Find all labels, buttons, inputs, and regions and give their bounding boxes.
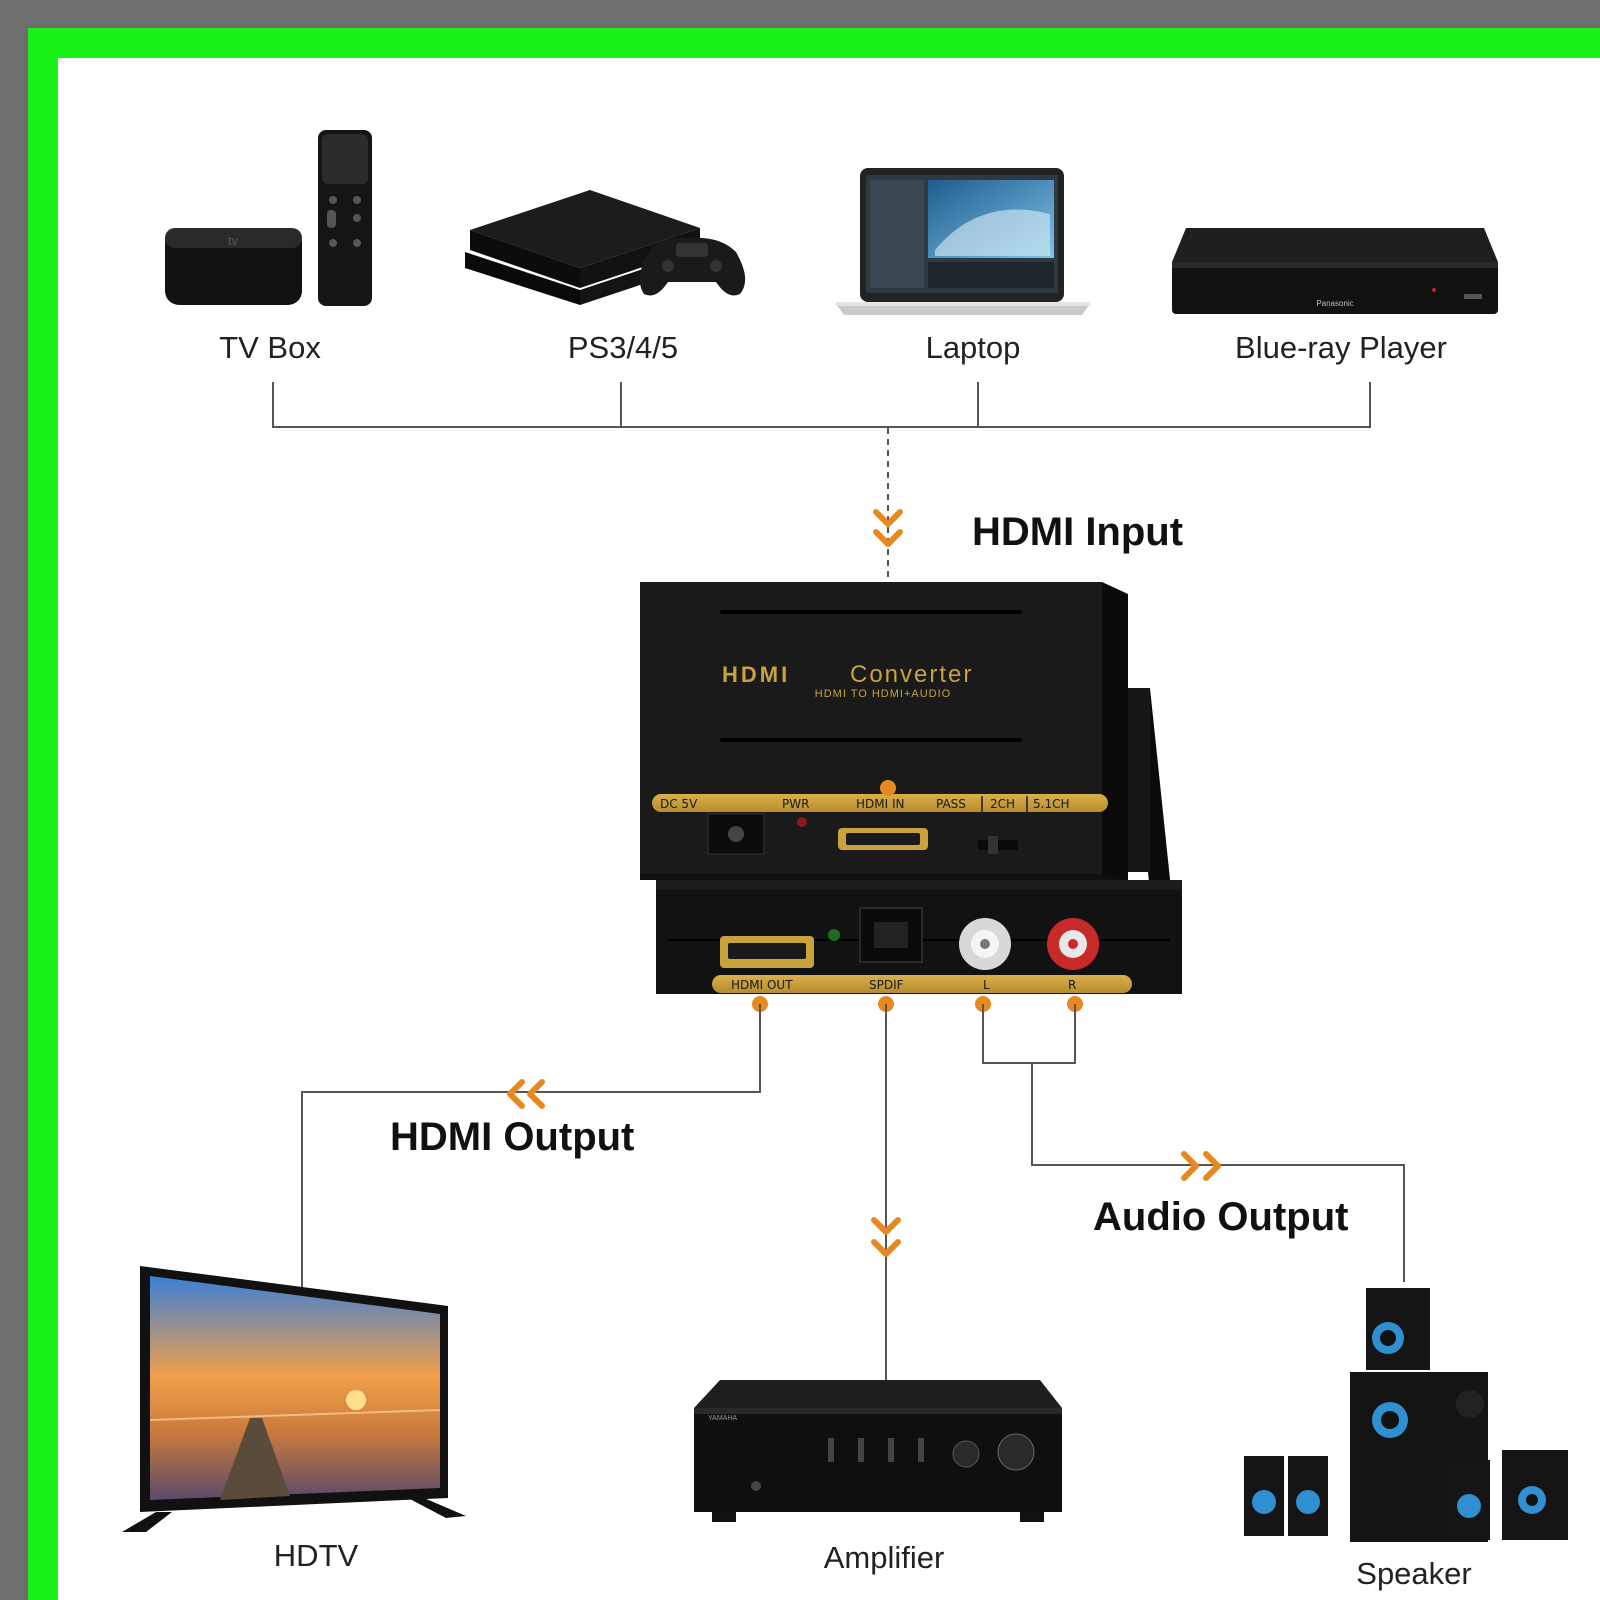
hdmi-output-label: HDMI Output <box>390 1115 634 1159</box>
speaker-system-icon <box>1244 1288 1568 1542</box>
hdmi-input-arrow <box>873 509 903 547</box>
port-label-l: L <box>983 978 990 992</box>
port-label-2ch: 2CH <box>990 797 1015 811</box>
converter-title: Converter <box>850 661 973 688</box>
output-label-amplifier: Amplifier <box>824 1540 945 1575</box>
svg-text:YAMAHA: YAMAHA <box>708 1415 737 1422</box>
converter-unit: HDMI Converter HDMI TO HDMI+AUDIO DC 5V … <box>640 582 1182 994</box>
amplifier-icon: YAMAHA <box>694 1380 1062 1522</box>
game-console-icon <box>465 190 746 305</box>
power-led <box>797 817 807 827</box>
port-label-dc5v: DC 5V <box>660 797 698 811</box>
port-label-spdif: SPDIF <box>869 978 904 992</box>
hdtv-icon <box>122 1266 466 1532</box>
source-label-console: PS3/4/5 <box>568 330 678 365</box>
svg-text:tv: tv <box>228 233 239 248</box>
status-led <box>828 929 840 941</box>
converter-subtitle: HDMI TO HDMI+AUDIO <box>815 688 951 700</box>
port-label-pass: PASS <box>936 797 966 811</box>
port-label-hdmi-in: HDMI IN <box>856 797 905 811</box>
port-label-5-1ch: 5.1CH <box>1033 797 1070 811</box>
audio-output-arrow <box>1181 1151 1221 1181</box>
top-port-label-strip <box>652 794 1108 812</box>
bluray-player-icon: Panasonic <box>1172 228 1498 314</box>
source-connector-lines <box>272 382 1371 428</box>
output-label-speaker: Speaker <box>1356 1556 1471 1591</box>
source-label-laptop: Laptop <box>926 330 1021 365</box>
tv-box-icon: tv <box>165 130 372 306</box>
spdif-output-arrow <box>871 1217 901 1257</box>
source-label-tv-box: TV Box <box>219 330 321 365</box>
port-label-hdmi-out: HDMI OUT <box>731 978 793 992</box>
converter-title-hdmi: HDMI <box>722 662 790 687</box>
port-label-pwr: PWR <box>782 797 809 811</box>
laptop-icon <box>836 168 1090 315</box>
hdmi-input-label: HDMI Input <box>972 510 1183 554</box>
svg-text:Panasonic: Panasonic <box>1316 299 1353 308</box>
output-connector-lines <box>301 1004 1405 1380</box>
audio-output-label: Audio Output <box>1093 1195 1348 1239</box>
port-label-r: R <box>1068 978 1076 992</box>
hdmi-output-arrow <box>507 1079 545 1109</box>
bottom-port-label-strip <box>712 975 1132 993</box>
output-label-hdtv: HDTV <box>274 1538 359 1573</box>
source-label-bluray: Blue-ray Player <box>1235 330 1447 365</box>
